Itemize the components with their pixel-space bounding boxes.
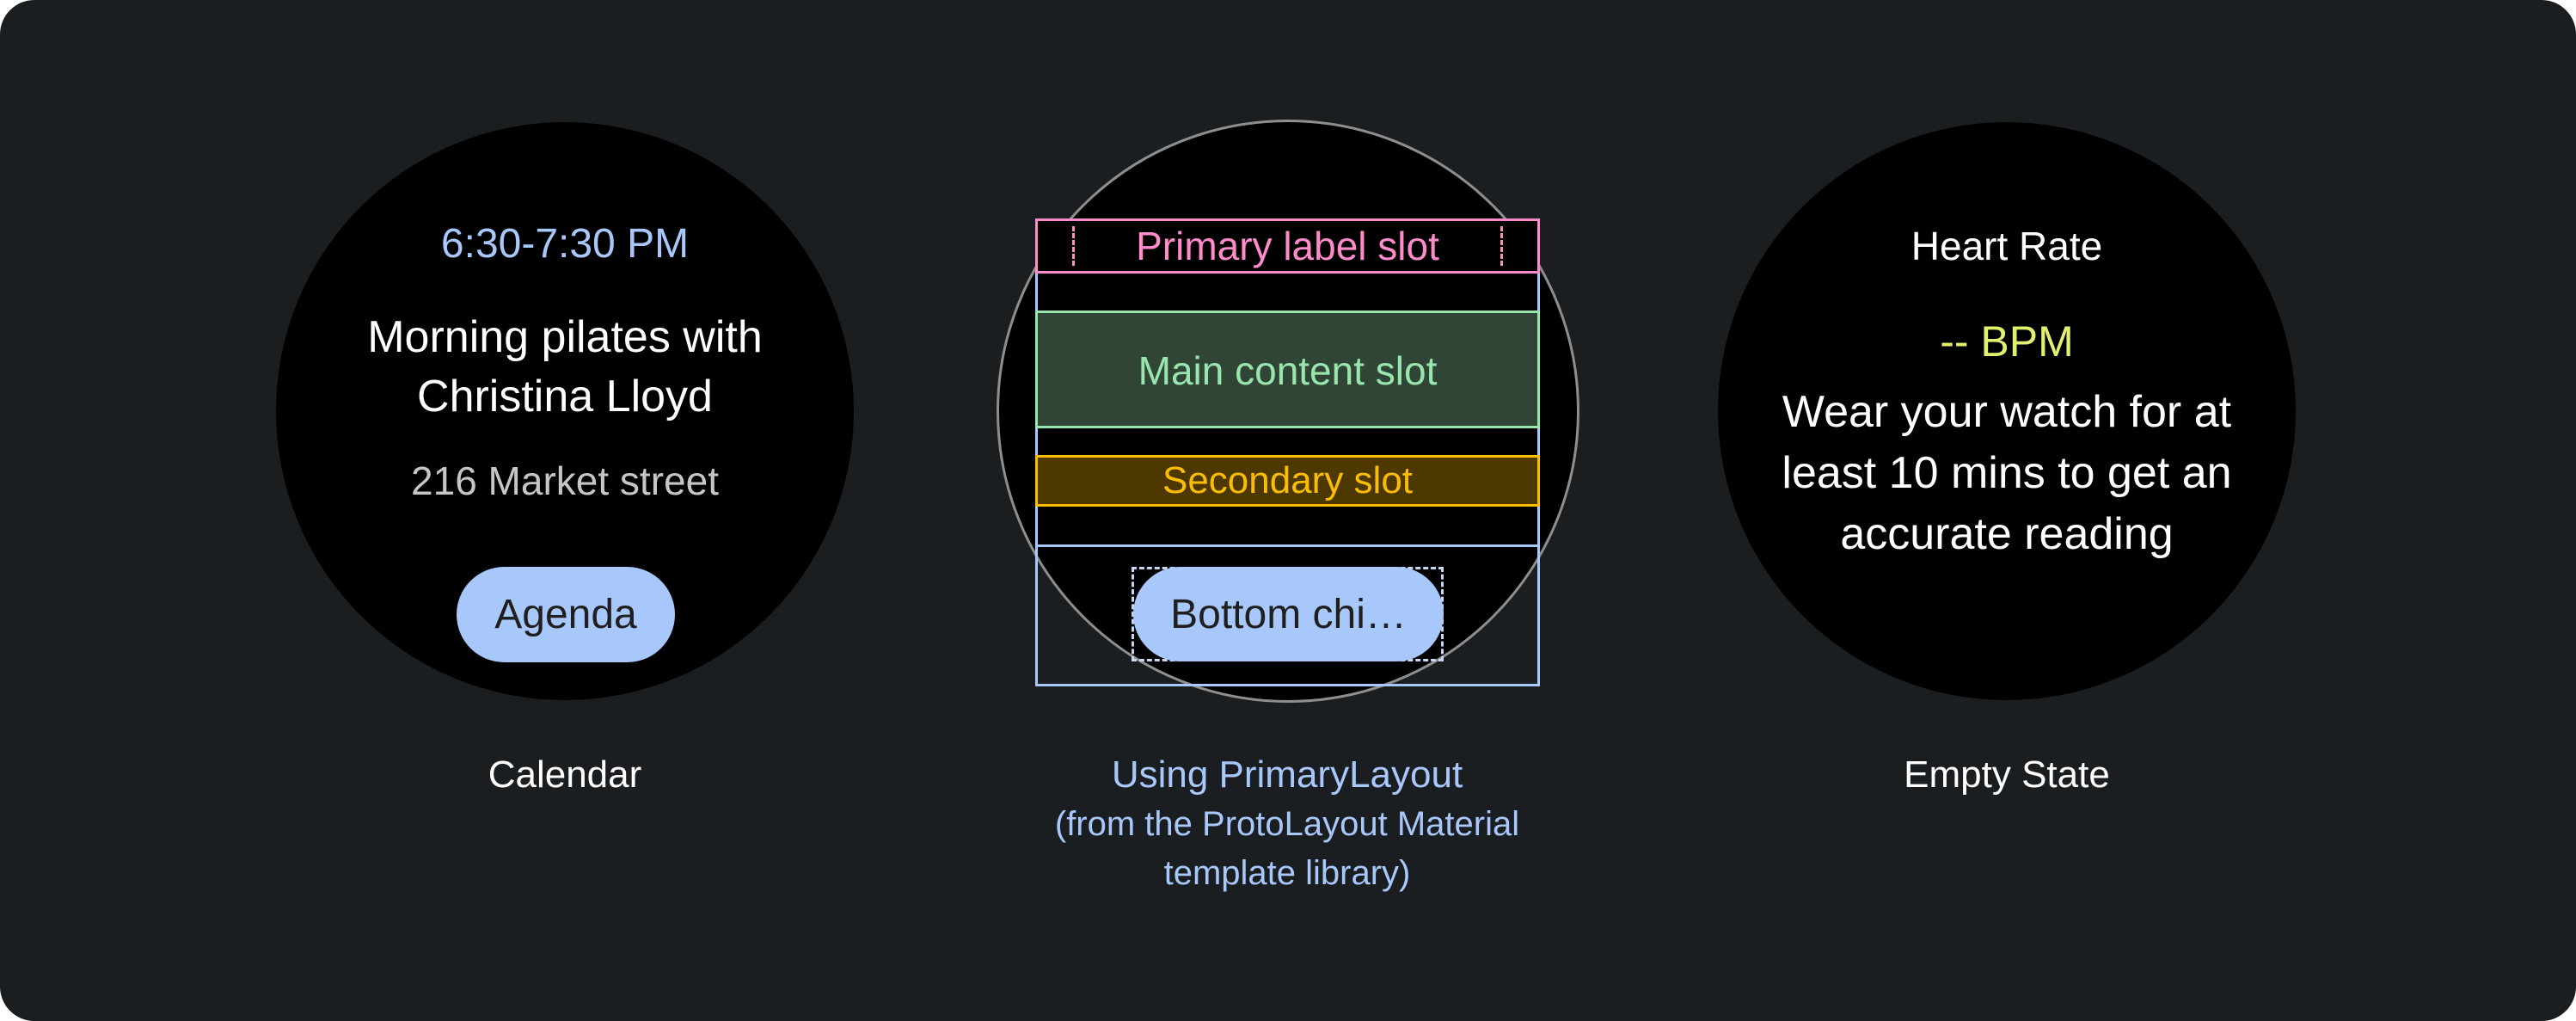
bottom-chip[interactable]: Bottom chi… [1133,567,1444,661]
empty-state-watch-face: Heart Rate -- BPM Wear your watch for at… [1718,122,2296,700]
primary-label-slot: Primary label slot [1035,218,1540,274]
event-time: 6:30-7:30 PM [440,221,690,267]
agenda-chip[interactable]: Agenda [457,567,675,662]
empty-body-line2: least 10 mins to get an [1782,448,2232,498]
layout-caption-line1: Using PrimaryLayout [1111,753,1463,796]
layout-caption-line3: template library) [1163,854,1411,892]
primary-label-margin-left [1072,226,1075,266]
event-location: 216 Market street [411,458,719,503]
secondary-slot: Secondary slot [1035,455,1540,507]
event-title-line2: Christina Lloyd [417,372,713,421]
bottom-slot-divider [1035,544,1540,547]
layout-caption-line2: (from the ProtoLayout Material [1054,805,1520,843]
calendar-watch-face: 6:30-7:30 PM Morning pilates with Christ… [276,122,854,700]
empty-body-line1: Wear your watch for at [1782,387,2232,437]
heart-rate-title: Heart Rate [1911,224,2103,268]
empty-body-line3: accurate reading [1840,509,2174,559]
calendar-caption: Calendar [488,753,642,796]
bpm-value: -- BPM [1940,317,2074,366]
primary-label-margin-right [1500,226,1503,266]
secondary-text: Secondary slot [1162,459,1414,501]
empty-state-caption: Empty State [1904,753,2110,796]
main-content-slot: Main content slot [1035,311,1540,428]
main-content-text: Main content slot [1138,348,1438,393]
primary-label-text: Primary label slot [1136,224,1439,268]
event-title-line1: Morning pilates with [367,312,763,362]
